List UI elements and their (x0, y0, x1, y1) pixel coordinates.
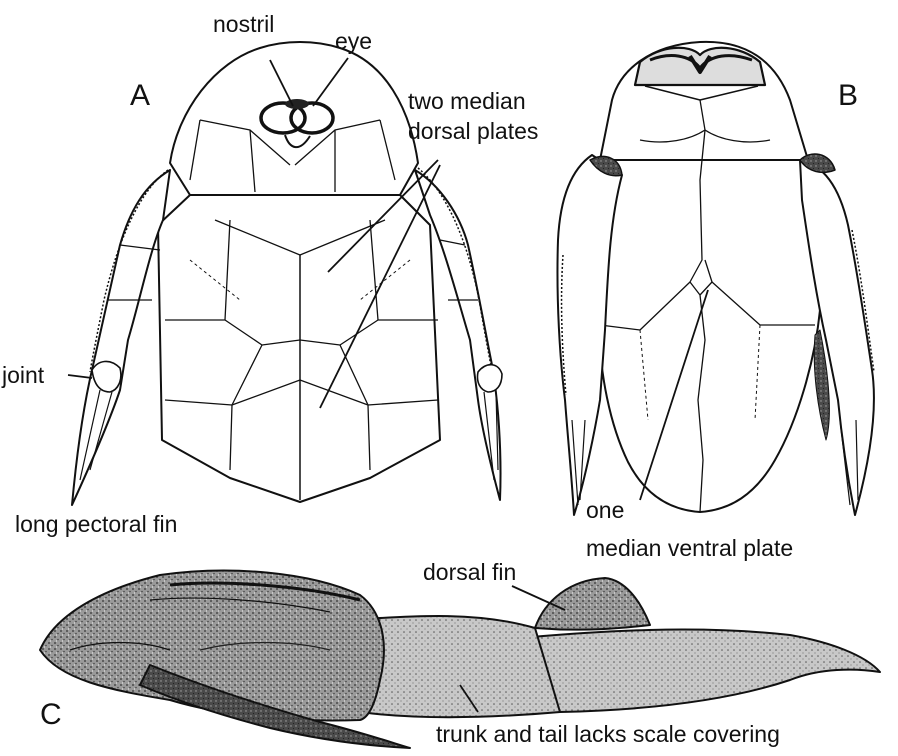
label-eye: eye (335, 28, 372, 54)
head-shield-outline (170, 42, 418, 195)
label-ventral-line2: median ventral plate (586, 535, 793, 561)
label-median-dorsal-line1: two median (408, 88, 526, 114)
ventral-trunk-outline (596, 160, 822, 512)
label-pectoral-fin: long pectoral fin (15, 511, 177, 537)
panel-b-ventral-view (557, 42, 874, 515)
label-dorsal-fin: dorsal fin (423, 559, 516, 585)
panel-letter-a: A (130, 79, 150, 112)
label-ventral-line1: one (586, 497, 624, 523)
panel-letter-c: C (40, 698, 62, 731)
label-trunk-tail: trunk and tail lacks scale covering (436, 721, 780, 747)
label-nostril: nostril (213, 11, 274, 37)
left-pectoral-fin-a (72, 170, 170, 505)
label-joint: joint (1, 362, 45, 388)
trunk-shield-outline (158, 195, 440, 502)
panel-letter-b: B (838, 79, 858, 112)
label-median-dorsal-line2: dorsal plates (408, 118, 538, 144)
